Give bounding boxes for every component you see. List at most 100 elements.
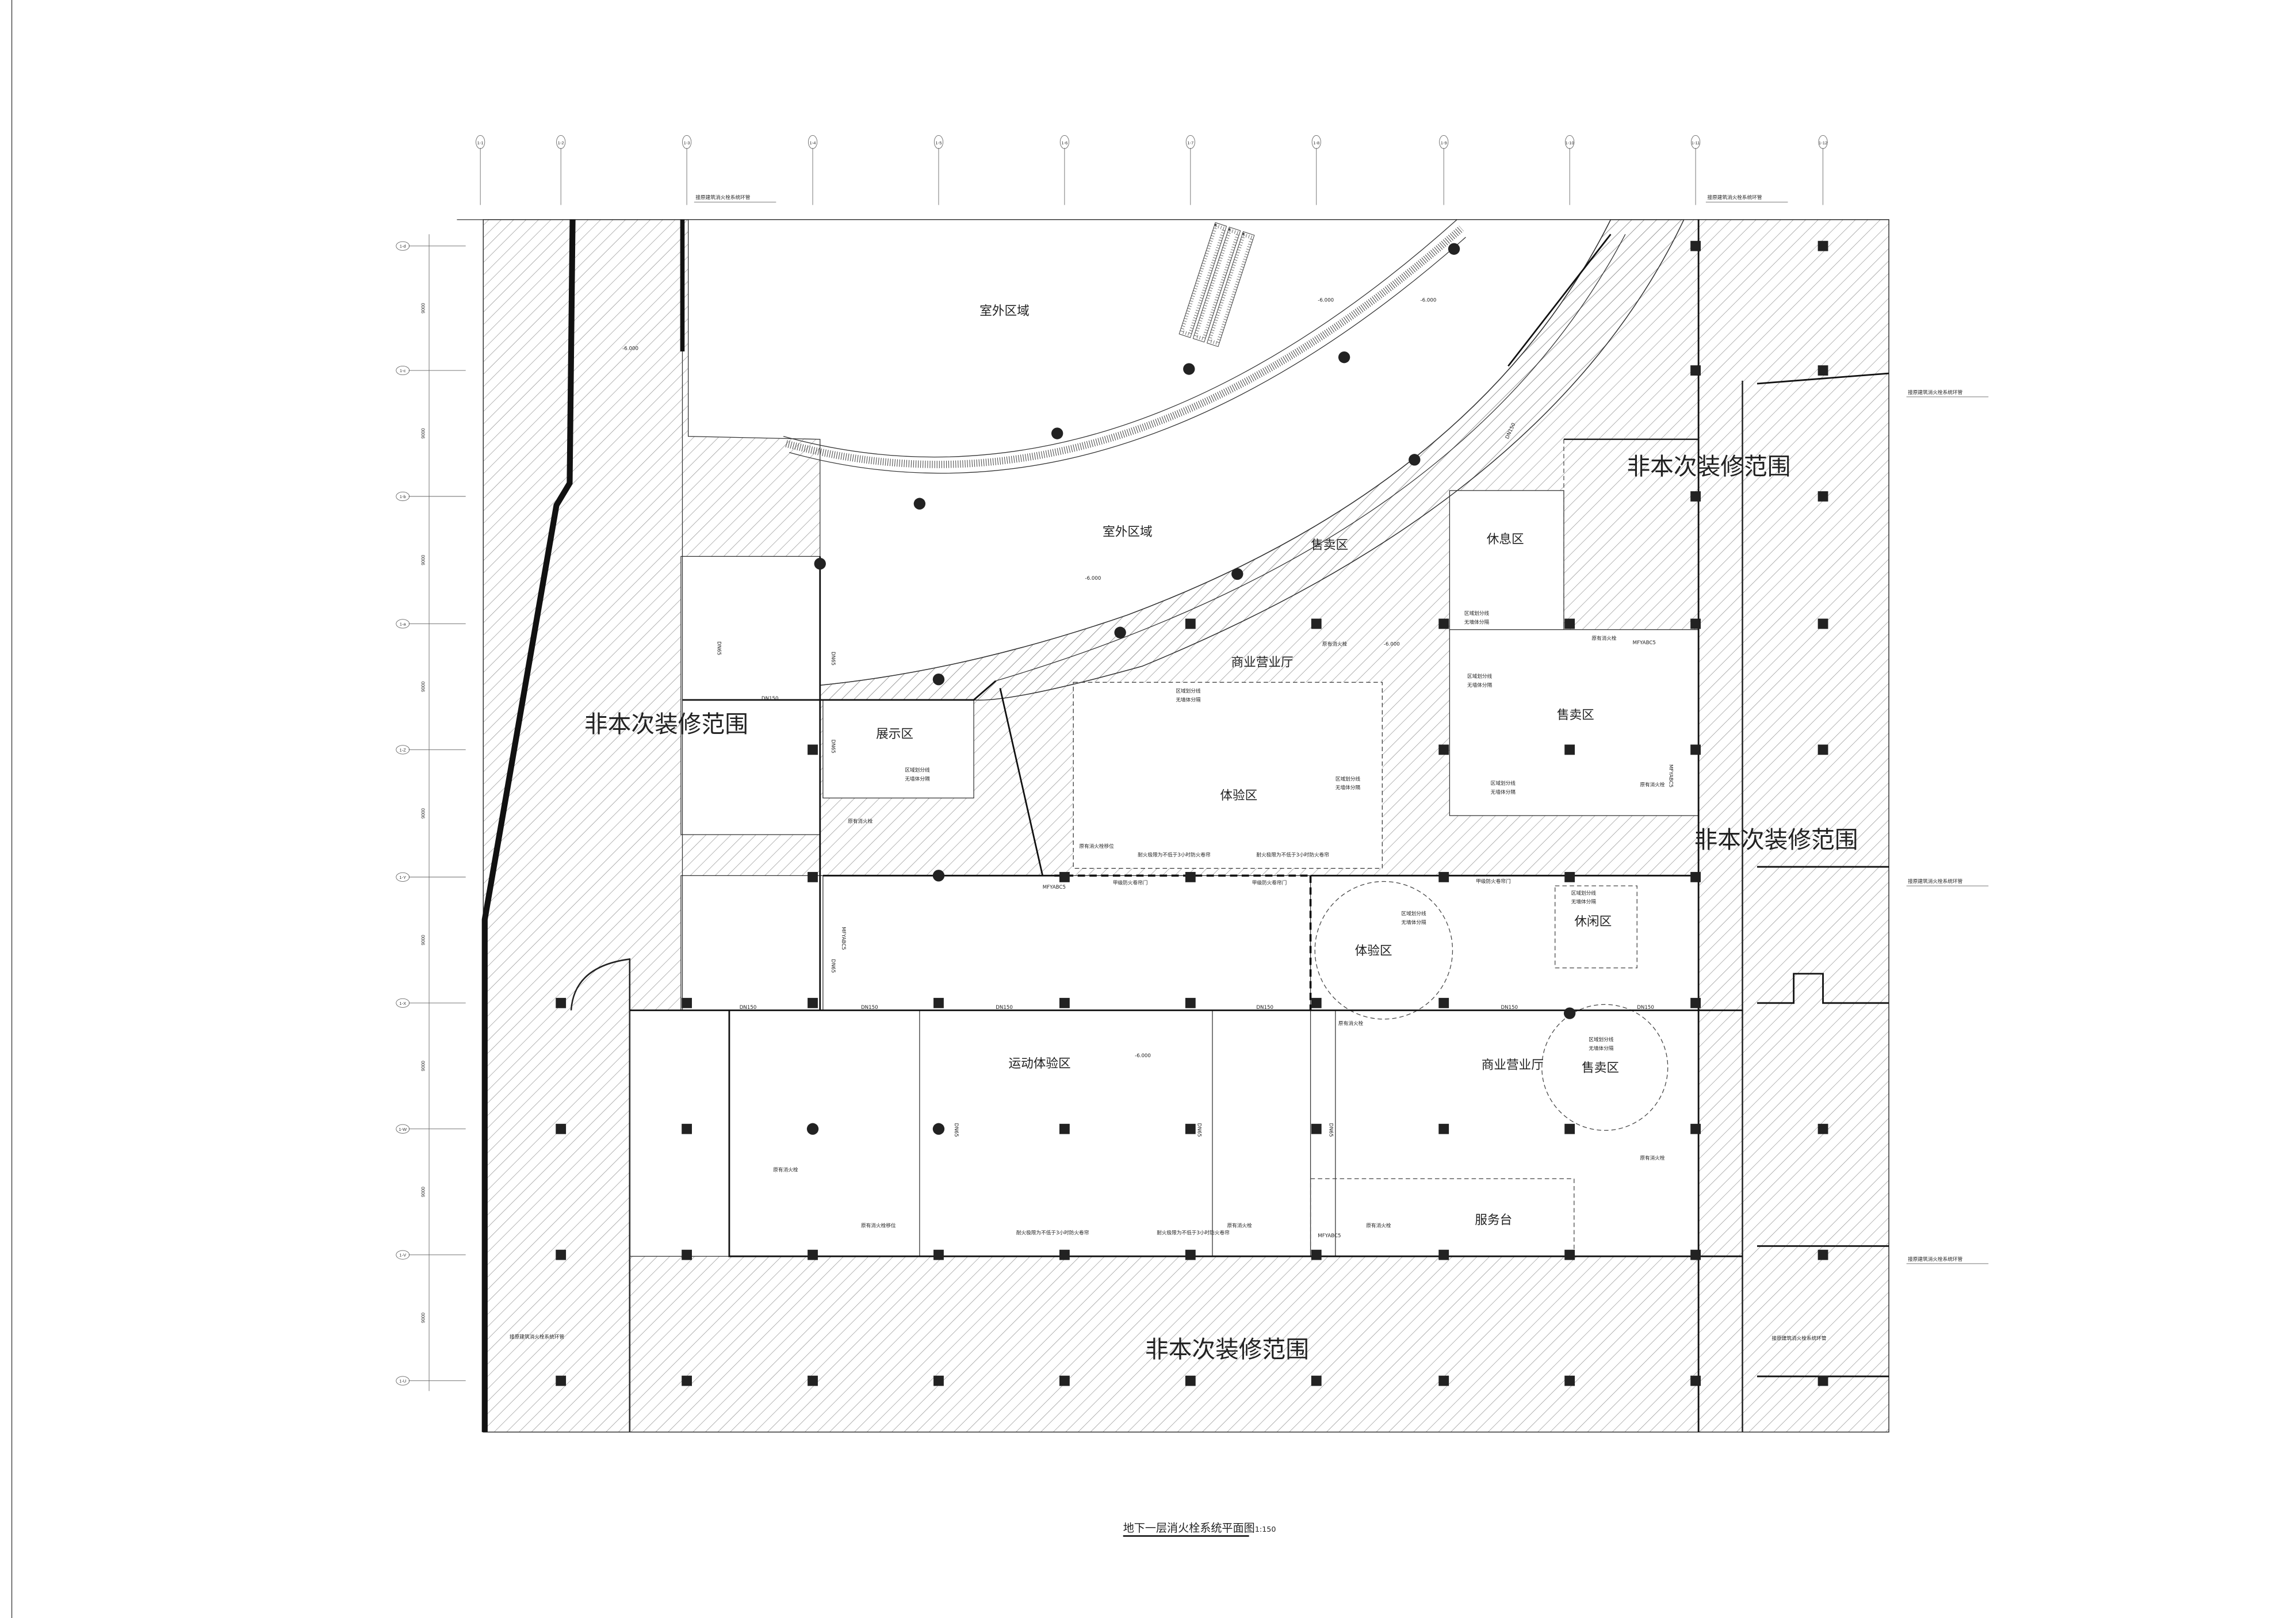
annotation-ring-main: 接原建筑消火栓系统环管 [510,1333,564,1340]
column-round [1563,1007,1576,1019]
grid-label-row: 1-W [399,1127,407,1132]
sales-zone-circle [1541,1004,1669,1131]
column-square [682,997,692,1008]
annotation-pipe-dn150: DN150 [740,1005,757,1011]
column-square [1438,618,1449,629]
grid-label-column: 1-7 [1187,140,1193,146]
column-square [1817,744,1828,755]
column-square [1059,1123,1070,1134]
column-square [1817,1375,1828,1386]
annotation-zone-line-1: 区域划分线 [1589,1036,1614,1043]
dimension-label: 9000 [420,1061,426,1072]
grid-bubble [556,135,566,149]
annotation-zone-line-1: 区域划分线 [905,767,930,774]
grid-label-row: 1-d [400,244,406,249]
grid-bubble [1059,135,1069,149]
annotation-elevation: -6.000 [1085,576,1101,582]
annotation-zone-line-1: 区域划分线 [1464,610,1490,617]
column-square [1690,997,1701,1008]
column-square [682,1249,692,1260]
grid-label-row: 1-Y [399,875,406,880]
annotation-existing-hydrant: 原有消火栓 [1338,1020,1364,1027]
room-label: 服务台 [1475,1213,1512,1227]
left-corridor-rooms [680,556,821,835]
room-label: 售卖区 [1557,708,1594,722]
drawing-title: 地下一层消火栓系统平面图 [1123,1521,1255,1535]
column-square [1690,744,1701,755]
left-rooms [629,1009,730,1257]
room-labels: 室外区域室外区域售卖区休息区商业营业厅售卖区展示区体验区体验区休闲区运动体验区商… [876,304,1619,1227]
annotation-existing-hydrant: 原有消火栓 [1640,781,1665,788]
grid-bubble [396,745,410,755]
column-square [1438,744,1449,755]
room-label: 售卖区 [1582,1061,1619,1075]
column-round [1338,351,1350,364]
column-square [1311,618,1322,629]
dimension-label: 9000 [420,303,426,313]
grid-bubble [396,1250,410,1260]
column-square [1438,1123,1449,1134]
room-label: 展示区 [876,727,913,741]
column-round [1114,626,1126,638]
annotation-pipe-dn150: DN150 [1637,1005,1654,1011]
structural-columns [556,240,1828,1386]
column-square [1564,1375,1575,1386]
annotation-zone-line-1: 区域划分线 [1335,775,1361,782]
grid-label-column: 1-1 [477,140,484,146]
column-square [933,1375,944,1386]
column-square [1185,997,1196,1008]
grid-label-column: 1-6 [1061,140,1067,146]
grid-bubble [396,491,410,502]
column-square [1817,1249,1828,1260]
column-square [1690,240,1701,251]
column-square [1059,997,1070,1008]
grid-label-row: 1-b [400,494,406,499]
annotation-ring-main: 接原建筑消火栓系统环管 [1908,878,1962,885]
column-round [913,498,926,510]
column-square [808,744,818,755]
annotation-pipe-dn150: DN150 [761,696,779,702]
annotation-hydrant-model: MFYABC5 [1318,1233,1341,1239]
grid-label-row: 1-X [399,1001,406,1006]
column-round [932,870,945,882]
annotation-pipe-dn150: DN150 [861,1005,878,1011]
grid-label-column: 1-4 [810,140,817,146]
curved-wall [570,958,631,1432]
column-square [1185,871,1196,882]
grid-bubble [396,365,410,376]
renovation-areas [629,219,1699,1257]
annotation-zone-line-1: 区域划分线 [1467,673,1493,680]
grid-label-row: 1-U [399,1379,406,1384]
column-square [682,1123,692,1134]
grid-bubble [396,1376,410,1386]
annotation-pipe-dn150: DN150 [996,1005,1013,1011]
column-square [1564,618,1575,629]
column-square [1059,871,1070,882]
annotation-zone-line-2: 无墙体分隔 [1589,1045,1614,1051]
exhibition-zone [822,699,974,799]
room-label: 运动体验区 [1009,1057,1071,1071]
annotation-hydrant-model: MFYABC5 [1633,640,1656,646]
grid-bubble [476,135,485,149]
room-label: 售卖区 [1311,538,1348,553]
annotation-pipe-dn65: DN65 [1328,1123,1334,1137]
annotation-elevation: -6.000 [1384,642,1400,648]
column-square [1185,1249,1196,1260]
column-square [1690,871,1701,882]
experience-zone-circle [1314,881,1453,1020]
annotation-existing-hydrant: 原有消火栓 [1640,1154,1665,1161]
leisure-zone-outline [1555,885,1637,969]
annotation-fire-shutter: 耐火极限为不低于3小时防火卷帘 [1157,1229,1229,1236]
column-square [1564,871,1575,882]
column-square [1564,1249,1575,1260]
column-square [556,1123,567,1134]
grid-bubble [396,619,410,629]
sales-zone-right [1449,629,1699,816]
column-square [933,997,944,1008]
excluded-scope-label: 非本次装修范围 [584,710,748,738]
room-label: 室外区域 [1103,525,1153,540]
grid-label-row: 1-V [399,1253,407,1258]
annotation-class-a-shutter: 甲级防火卷帘门 [1476,878,1510,885]
column-square [808,1249,818,1260]
column-square [808,997,818,1008]
